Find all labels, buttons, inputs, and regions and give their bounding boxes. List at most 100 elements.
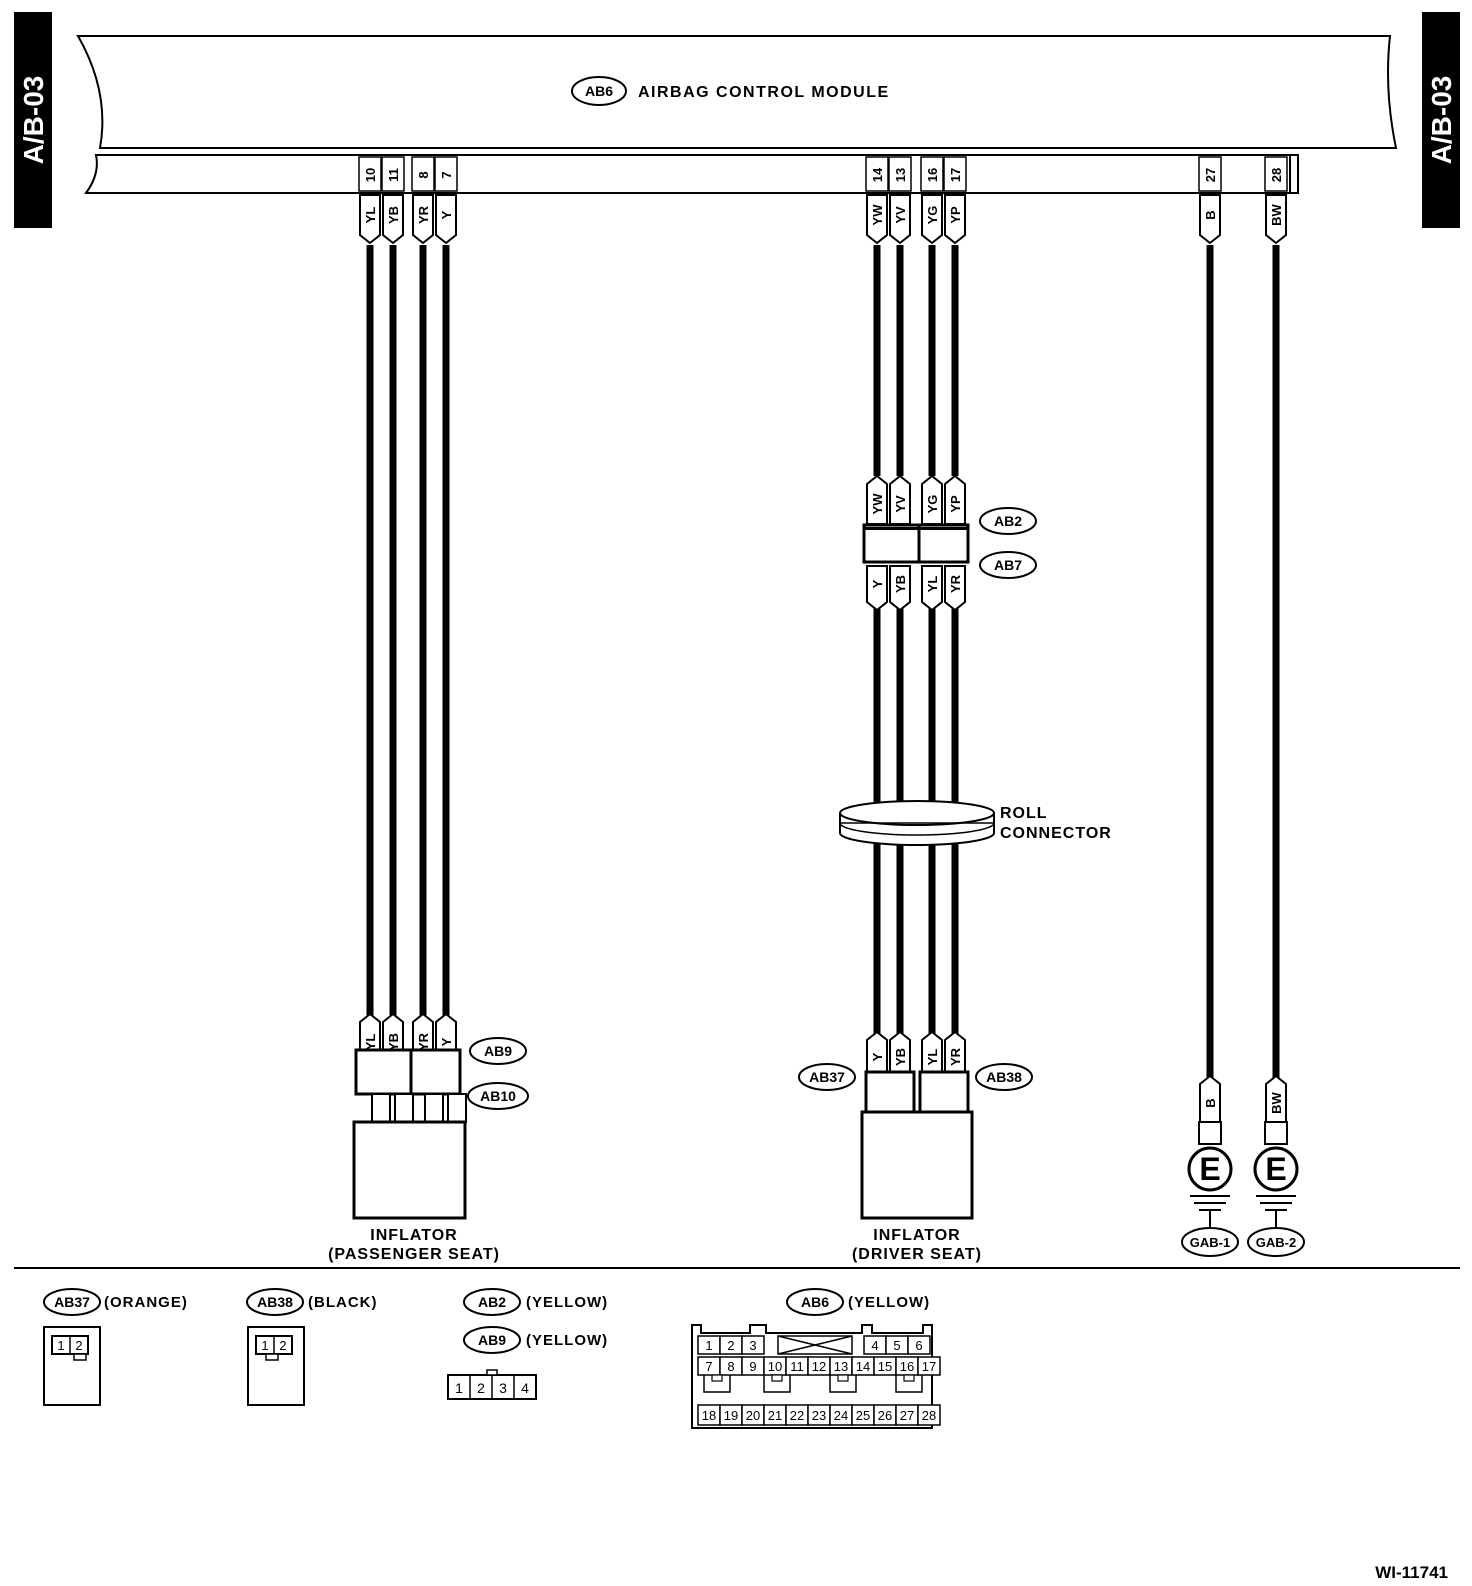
legend-ab6-pin: 23 — [812, 1408, 826, 1423]
wire-code: Y — [870, 1052, 885, 1061]
wire-code: YP — [948, 206, 963, 224]
legend-ab6-pin: 5 — [893, 1338, 900, 1353]
wire-code: YR — [948, 1047, 963, 1066]
connector-ab7-label: AB7 — [994, 557, 1022, 573]
wire-code: YB — [893, 1048, 908, 1066]
wire-code: YG — [925, 495, 940, 514]
module-pin-number: 7 — [439, 171, 454, 178]
legend-ab6-pin: 12 — [812, 1359, 826, 1374]
page-tab-left-label: A/B-03 — [18, 76, 49, 165]
wire-code: B — [1203, 1098, 1218, 1107]
wire-badge-ab7-side: YR — [944, 565, 966, 612]
ground-gab-1: E GAB-1 — [1181, 1121, 1239, 1257]
connector-ab10-label: AB10 — [480, 1088, 516, 1104]
wire-code: YP — [948, 495, 963, 513]
inflator-driver: INFLATOR (DRIVER SEAT) — [852, 1110, 982, 1263]
wire-badge-ground-top-bw: BW — [1265, 194, 1287, 245]
wire-code: YW — [870, 204, 885, 226]
wire-code: YV — [893, 206, 908, 224]
connector-ab38-label: AB38 — [986, 1069, 1022, 1085]
page-tab-right: A/B-03 — [1422, 12, 1460, 228]
legend-ab6-pin: 25 — [856, 1408, 870, 1423]
legend-ab6-pin: 2 — [727, 1338, 734, 1353]
legend-ab6-pin: 26 — [878, 1408, 892, 1423]
wire-code: YL — [363, 207, 378, 224]
legend-ab9-pin-1: 1 — [455, 1380, 463, 1396]
wire-badge-driver-top: YW — [866, 194, 888, 245]
legend-ab9-pin-4: 4 — [521, 1380, 529, 1396]
wire-code: YV — [893, 495, 908, 513]
wire-code: Y — [439, 210, 454, 219]
wire-badge-ab2-side: YV — [889, 474, 911, 525]
legend-ab6-pin: 3 — [749, 1338, 756, 1353]
wire-badge-passenger-top: YB — [382, 194, 404, 245]
inflator-driver-line1: INFLATOR — [873, 1227, 960, 1244]
legend-ab38-color: (BLACK) — [308, 1294, 377, 1311]
module-code: AB6 — [585, 83, 613, 99]
module-pin-13: 13 — [888, 156, 912, 192]
legend-ab6-pin: 14 — [856, 1359, 870, 1374]
wire-badge-ab7-side: YB — [889, 565, 911, 612]
wire-code: Y — [439, 1037, 454, 1046]
wire-badge-driver-top: YG — [921, 194, 943, 245]
legend-ab6-pin: 28 — [922, 1408, 936, 1423]
legend-ab38-pin-2: 2 — [279, 1338, 286, 1353]
legend-ab38-code: AB38 — [257, 1294, 293, 1310]
wire-badge-ab7-side: YL — [921, 565, 943, 612]
module-pin-number: 28 — [1269, 168, 1284, 182]
wire-badge-passenger-top: YL — [359, 194, 381, 245]
wire-badge-ab2-side: YP — [944, 474, 966, 525]
legend-ab38-pin-1: 1 — [261, 1338, 268, 1353]
legend-ab6-pin: 16 — [900, 1359, 914, 1374]
wire-code: YL — [363, 1034, 378, 1051]
inflator-driver-line2: (DRIVER SEAT) — [852, 1246, 982, 1263]
wire-badge-passenger-top: Y — [435, 194, 457, 245]
module-pin-28: 28 — [1264, 156, 1288, 192]
legend-ab6-pin: 21 — [768, 1408, 782, 1423]
legend-ab37-pin-2: 2 — [75, 1338, 82, 1353]
module-pin-27: 27 — [1198, 156, 1222, 192]
wire-code: BW — [1269, 203, 1284, 225]
connector-ab37-label: AB37 — [809, 1069, 845, 1085]
wire-code: BW — [1269, 1091, 1284, 1113]
legend-ab6-pin: 8 — [727, 1359, 734, 1374]
wire-code: YR — [416, 1032, 431, 1051]
module-pin-16: 16 — [920, 156, 944, 192]
wire-code: YL — [925, 576, 940, 593]
legend-ab6-pin: 1 — [705, 1338, 712, 1353]
legend-ab6-pin: 24 — [834, 1408, 848, 1423]
wire-badge-ab7-side: Y — [866, 565, 888, 612]
wire-badge-ab37-ab38-side: YL — [921, 1030, 943, 1075]
connector-ab2-ab7: AB2 AB7 — [862, 507, 1037, 579]
ground-gab-2: E GAB-2 — [1247, 1121, 1305, 1257]
wire-badge-ab2-side: YW — [866, 474, 888, 525]
legend-ab6-pin: 20 — [746, 1408, 760, 1423]
legend-ab6-pin: 15 — [878, 1359, 892, 1374]
ground-gab-2-code: GAB-2 — [1256, 1235, 1296, 1250]
wire-badge-driver-top: YP — [944, 194, 966, 245]
page-tab-right-label: A/B-03 — [1426, 76, 1457, 165]
module-pin-number: 13 — [893, 168, 908, 182]
wires — [366, 245, 1280, 1080]
ground-gab-1-code: GAB-1 — [1190, 1235, 1230, 1250]
legend-ab38: AB38 (BLACK) 1 2 — [246, 1288, 377, 1406]
inflator-passenger-line2: (PASSENGER SEAT) — [328, 1246, 500, 1263]
module-pin-number: 14 — [870, 167, 885, 182]
legend-ab6-color: (YELLOW) — [848, 1294, 930, 1311]
wire-code: YG — [925, 206, 940, 225]
legend-ab6-pin: 19 — [724, 1408, 738, 1423]
legend-ab6-pin: 22 — [790, 1408, 804, 1423]
wire-code: YB — [386, 1033, 401, 1051]
legend-ab6-pin: 9 — [749, 1359, 756, 1374]
module-pin-8: 8 — [411, 156, 435, 192]
legend-ab37: AB37 (ORANGE) 1 2 — [43, 1288, 187, 1406]
legend-ab6-pin: 10 — [768, 1359, 782, 1374]
legend-ab6-pin: 17 — [922, 1359, 936, 1374]
wire-badge-ground-bottom-bw: BW — [1265, 1074, 1287, 1123]
module-pin-number: 27 — [1203, 168, 1218, 182]
legend-ab6-code: AB6 — [801, 1294, 829, 1310]
legend-ab9-code: AB9 — [478, 1332, 506, 1348]
